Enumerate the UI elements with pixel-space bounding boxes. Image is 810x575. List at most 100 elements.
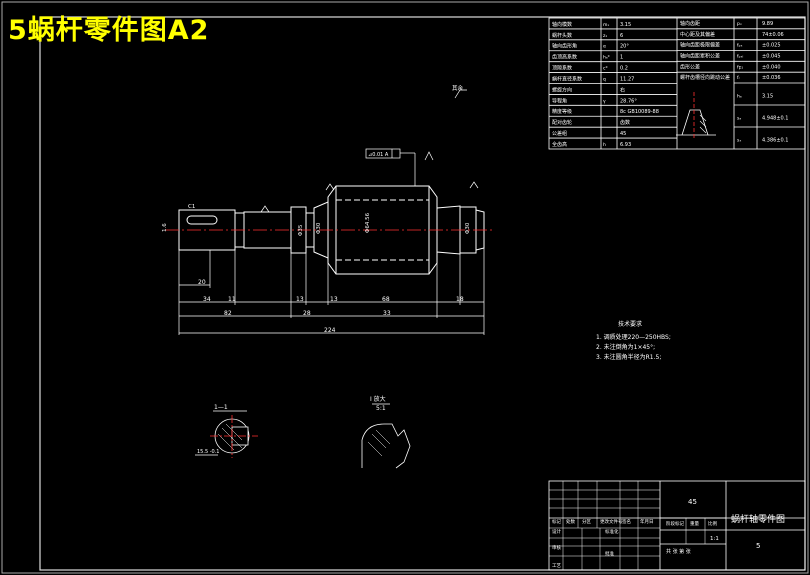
param-left-label: 配对齿轮 xyxy=(552,119,572,126)
tb-date: 年月日 xyxy=(640,518,654,525)
dim-11: 11 xyxy=(228,296,236,303)
dim-82: 82 xyxy=(224,310,232,317)
param-left-symbol: γ xyxy=(603,99,606,104)
keyway-label: C1 xyxy=(188,204,195,210)
material: 45 xyxy=(688,498,697,506)
param-left-value: 28.76° xyxy=(620,98,637,104)
detail-scale: 5:1 xyxy=(376,405,386,412)
param-left-label: 公差组 xyxy=(552,130,567,137)
detail-i xyxy=(361,403,411,469)
tb-standardize: 标准化 xyxy=(605,528,619,535)
dim-33: 33 xyxy=(383,310,391,317)
param-left-label: 蜗杆直径系数 xyxy=(552,75,582,82)
param-left-symbol: z₁ xyxy=(603,34,607,39)
dim-28: 28 xyxy=(303,310,311,317)
inner-frame xyxy=(39,16,806,571)
tb-design: 设计 xyxy=(552,528,561,535)
param-left-label: 顶隙系数 xyxy=(552,65,572,72)
param-left-symbol: c* xyxy=(603,66,608,72)
param-left-value: 齿数 xyxy=(620,119,630,126)
param-right-value: 4.386±0.1 xyxy=(762,137,788,143)
tb-change: 更改文件号 xyxy=(600,518,623,525)
param-right-symbol: fᵣ xyxy=(737,75,741,81)
diam-shaft1: Φ30 xyxy=(316,222,322,234)
param-left-value: 右 xyxy=(620,86,625,93)
requirements-heading: 技术要求 xyxy=(618,320,642,328)
param-left-label: 导程角 xyxy=(552,97,567,104)
technical-requirements: 技术要求 1. 调质处理220—250HBS; 2. 未注倒角为1×45°; 3… xyxy=(596,320,671,361)
param-left-label: 精度等级 xyxy=(552,108,572,115)
param-right-symbol: fբ₁ xyxy=(737,64,743,70)
part-name: 蜗杆轴零件图 xyxy=(731,513,785,525)
param-right-symbol: fₚₓ xyxy=(737,43,743,49)
tb-zone: 分区 xyxy=(582,518,591,525)
title-block-grid xyxy=(549,481,706,570)
param-right-value: 4.948±0.1 xyxy=(762,115,788,121)
param-left-value: 6.93 xyxy=(620,142,631,148)
param-right-symbol: sₐ xyxy=(737,116,741,121)
param-left-value: 1 xyxy=(620,55,623,61)
requirement-3: 3. 未注圆角半径为R1.5; xyxy=(596,353,661,361)
tb-approve: 批准 xyxy=(605,550,614,557)
param-left-label: 轴向模数 xyxy=(552,21,572,28)
left-roughness: 1.6 xyxy=(162,223,168,232)
param-left-value: 45 xyxy=(620,131,626,137)
scale: 1:1 xyxy=(710,536,719,542)
param-left-value: 0.2 xyxy=(620,66,628,72)
dim-18: 18 xyxy=(456,296,464,303)
param-left-symbol: hₐ* xyxy=(603,55,611,61)
param-right-value: 9.89 xyxy=(762,21,773,27)
param-right-value: ±0.036 xyxy=(762,75,781,81)
parameter-table xyxy=(548,17,806,150)
requirement-2: 2. 未注倒角为1×45°; xyxy=(596,343,655,351)
dim-224: 224 xyxy=(324,327,336,334)
param-left-label: 螺旋方向 xyxy=(552,86,572,93)
dim-68: 68 xyxy=(382,296,390,303)
param-right-symbol: sₓ xyxy=(737,138,741,143)
param-right-symbol: pₓ xyxy=(737,22,742,27)
param-left-value: 6 xyxy=(620,33,623,39)
stage-mark-label: 阶段标记 xyxy=(666,520,684,527)
dim-13-left: 13 xyxy=(296,296,304,303)
param-right-label: 轴向齿距极限偏差 xyxy=(680,42,720,49)
tb-process: 工艺 xyxy=(552,563,561,569)
param-left-symbol: mₓ xyxy=(603,23,609,28)
param-right-label: 轴向齿距 xyxy=(680,20,700,27)
dim-20: 20 xyxy=(198,279,206,286)
sheet-info: 共 张 第 张 xyxy=(666,548,691,555)
param-right-value: 74±0.06 xyxy=(762,32,784,38)
param-right-label: 轴向齿距累积公差 xyxy=(680,53,720,60)
title-block xyxy=(548,480,806,571)
param-left-label: 轴向齿形角 xyxy=(552,43,577,50)
param-left-value: 11.27 xyxy=(620,76,634,82)
keyway-dimension: 15.5 -0.1 xyxy=(197,449,219,455)
tb-review: 审核 xyxy=(552,544,561,551)
param-left-label: 齿顶高系数 xyxy=(552,54,577,61)
param-left-value: 3.15 xyxy=(620,22,631,28)
requirement-1: 1. 调质处理220—250HBS; xyxy=(596,333,671,341)
title-block-text: 45 蜗杆轴零件图 5 1:1 共 张 第 张 阶段标记 重量 比例 标记 处数… xyxy=(552,498,785,569)
page-title: 5蜗杆零件图A2 xyxy=(8,15,210,46)
param-right-symbol: hₐ xyxy=(737,93,742,99)
param-right-value: ±0.025 xyxy=(762,43,781,49)
other-roughness: 其余 xyxy=(452,84,464,92)
tolerance-frame-text: ⊿0.01 A xyxy=(368,152,389,158)
section-1-1-label: 1—1 xyxy=(214,404,228,411)
dim-13-right: 13 xyxy=(330,296,338,303)
param-right-label: 齿形公差 xyxy=(680,63,700,70)
detail-label: I 放大 xyxy=(370,395,386,403)
tb-sign: 签名 xyxy=(622,518,631,525)
param-left-symbol: α xyxy=(603,45,606,50)
param-left-symbol: h xyxy=(603,142,606,148)
param-left-symbol: q xyxy=(603,77,606,82)
param-right-value: ±0.040 xyxy=(762,64,781,70)
tooth-profile-sketch xyxy=(676,92,716,140)
weight-label: 重量 xyxy=(690,520,699,527)
param-right-label: 螺杆齿槽径向跳动公差 xyxy=(680,74,730,81)
diam-shaft2: Φ35 xyxy=(298,224,304,236)
dim-34: 34 xyxy=(203,296,211,303)
param-right-value: 3.15 xyxy=(762,93,773,99)
tolerance-frame xyxy=(260,89,479,213)
